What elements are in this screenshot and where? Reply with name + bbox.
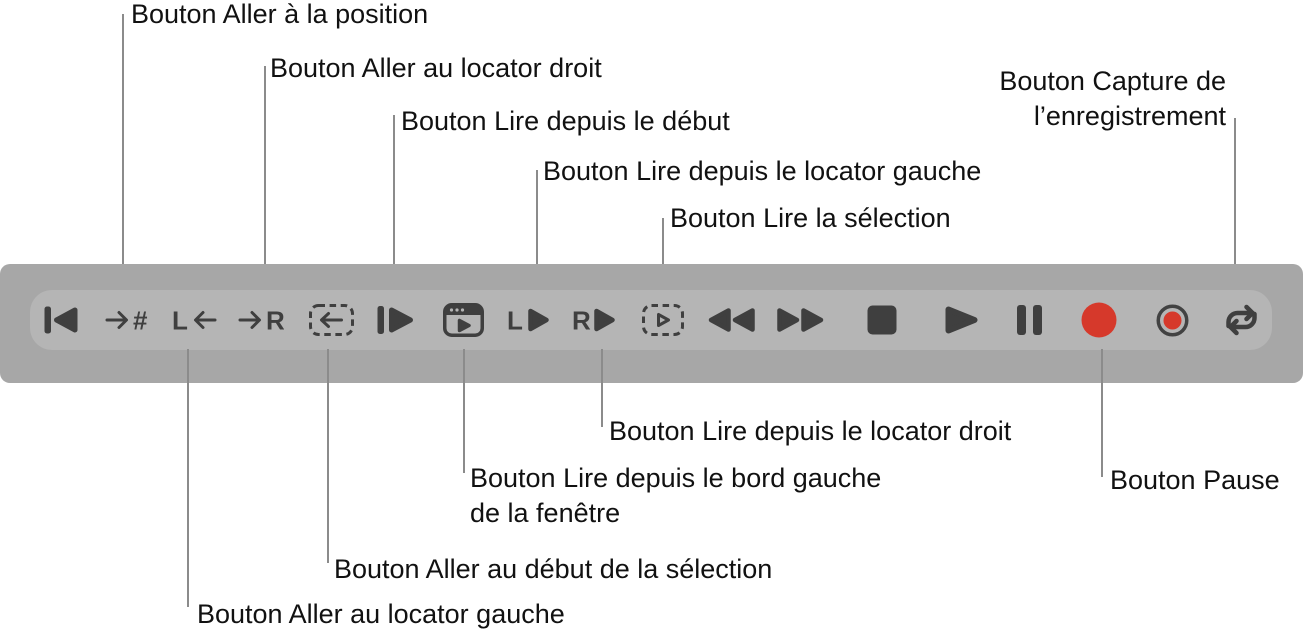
r-play-icon: R [572,306,615,336]
callout-label-capture-recording-line2: l’enregistrement [1033,101,1226,131]
svg-text:R: R [266,306,284,336]
callout-label-capture-recording-line1: Bouton Capture de [999,66,1226,96]
callout-label-play-selection: Bouton Lire la sélection [670,203,951,233]
callout-label-go-to-position: Bouton Aller à la position [131,0,429,29]
callout-line-go-to-right-locator [264,66,266,291]
play-from-right-locator-button[interactable]: R [563,290,623,350]
record-ring-button[interactable] [1142,290,1202,350]
dashed-box-play-icon [642,304,684,336]
callout-line-play-from-beginning [393,115,395,291]
capture-recording-icon [1225,304,1257,336]
callout-label-go-to-left-locator: Bouton Aller au locator gauche [197,599,565,629]
callout-label-play-from-window-edge-line2: de la fenêtre [470,498,621,528]
stop-button[interactable] [852,290,912,350]
arrow-right-hash-icon: # [105,306,148,336]
rewind-icon [708,308,755,332]
go-to-beginning-button[interactable] [31,290,91,350]
capture-recording-button[interactable] [1211,290,1271,350]
callout-label-go-to-selection-start: Bouton Aller au début de la sélection [334,554,773,584]
callout-label-capture-recording: Bouton Capture de l’enregistrement [999,64,1226,134]
callout-label-play-from-left-locator: Bouton Lire depuis le locator gauche [543,156,982,186]
dashed-box-arrow-left-icon [308,304,354,336]
callout-label-pause: Bouton Pause [1110,465,1280,495]
callout-label-go-to-right-locator: Bouton Aller au locator droit [270,53,602,83]
play-from-beginning-button[interactable] [365,290,425,350]
svg-text:R: R [572,306,591,336]
fast-forward-icon [777,308,824,332]
go-to-right-locator-button[interactable]: R [231,290,291,350]
skip-to-start-icon [44,306,78,334]
record-button[interactable] [1069,290,1129,350]
l-play-icon: L [507,306,549,336]
callout-label-play-from-right-locator: Bouton Lire depuis le locator droit [609,416,1012,446]
play-button[interactable] [931,290,991,350]
callout-line-capture-recording [1234,118,1236,291]
pause-icon [1016,305,1042,335]
callout-line-go-to-selection-start [327,349,329,563]
svg-text:#: # [133,306,148,336]
transport-toolbar: # L R [30,290,1272,350]
rewind-button[interactable] [701,290,761,350]
callout-line-play-selection [662,218,664,291]
bar-play-icon [377,306,413,334]
callout-line-play-from-window-edge [463,349,465,473]
svg-text:L: L [172,306,188,336]
play-icon [945,306,977,334]
callout-label-play-from-window-edge-line1: Bouton Lire depuis le bord gauche [470,463,882,493]
play-from-window-left-edge-button[interactable] [433,290,493,350]
toolbar-band: # L R [0,264,1303,383]
callout-label-play-from-beginning: Bouton Lire depuis le début [401,106,730,136]
l-arrow-left-icon: L [172,306,217,336]
pause-button[interactable] [999,290,1059,350]
callout-line-play-from-left-locator [536,170,538,291]
window-play-icon [442,303,484,337]
callout-line-pause [1101,349,1103,477]
fast-forward-button[interactable] [771,290,831,350]
record-ring-icon [1156,304,1188,336]
record-icon [1081,302,1117,338]
play-from-left-locator-button[interactable]: L [497,290,557,350]
go-to-selection-start-button[interactable] [301,290,361,350]
callout-line-go-to-position [122,14,124,291]
callout-label-play-from-window-edge: Bouton Lire depuis le bord gauche de la … [470,461,881,531]
arrow-right-r-icon: R [238,306,284,336]
callout-line-go-to-left-locator [187,349,189,607]
callout-line-play-from-right-locator [601,349,603,427]
go-to-left-locator-button[interactable]: L [164,290,224,350]
svg-text:L: L [507,306,523,336]
go-to-position-button[interactable]: # [97,290,157,350]
play-selection-button[interactable] [633,290,693,350]
stop-icon [867,305,897,335]
